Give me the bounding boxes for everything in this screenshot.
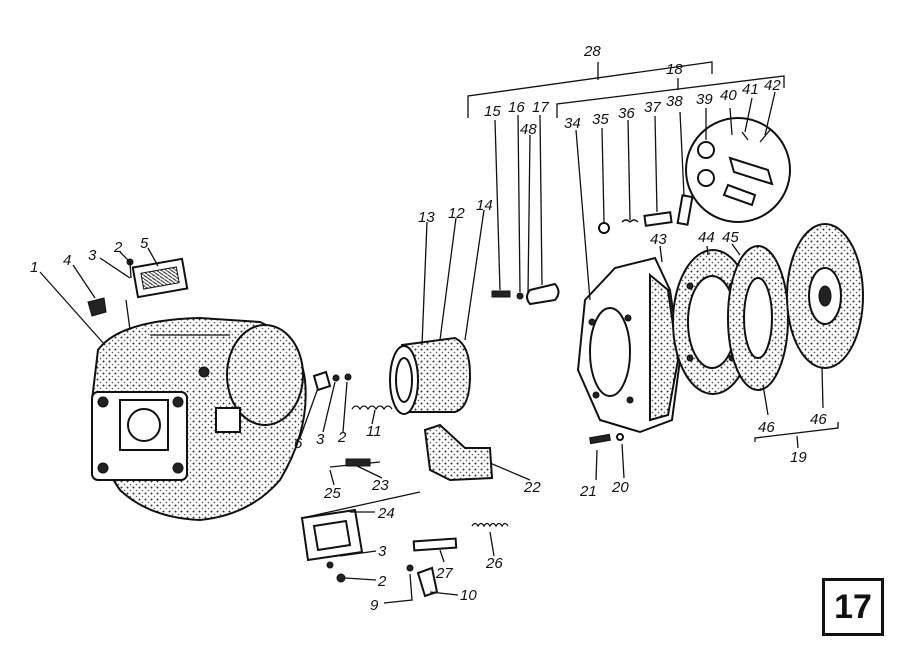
callout-3-mid: 3 [316, 431, 325, 448]
callout-35: 36 [618, 105, 635, 122]
callout-1: 1 [30, 259, 38, 276]
callout-20: 20 [611, 479, 629, 496]
callout-38: 39 [696, 91, 713, 108]
pressure-lever-parts [598, 194, 694, 234]
callout-3-low: 3 [378, 543, 387, 560]
callout-48: 48 [520, 121, 537, 138]
callout-13: 13 [418, 209, 435, 226]
callout-12: 12 [448, 205, 465, 222]
callout-46: 46 [810, 411, 827, 428]
inspection-cover-assembly [87, 257, 189, 317]
callout-labels: 1 2 3 4 5 6 3 2 11 13 12 14 22 23 25 24 … [30, 43, 827, 614]
clutch-housing [90, 316, 307, 522]
page-number-box: 17 [822, 578, 884, 636]
callout-10: 10 [460, 587, 477, 604]
callout-23: 23 [371, 477, 389, 494]
callout-2-low: 2 [377, 573, 387, 590]
callout-11: 11 [366, 423, 382, 440]
callout-43: 44 [698, 229, 715, 246]
callout-37: 38 [666, 93, 683, 110]
callout-15: 15 [484, 103, 501, 120]
callout-44: 45 [722, 229, 739, 246]
callout-36: 37 [644, 99, 661, 116]
callout-27: 27 [435, 565, 453, 582]
return-spring-and-bracket [412, 522, 509, 552]
callout-14: 14 [476, 197, 493, 214]
callout-40: 41 [742, 81, 759, 98]
callout-26: 26 [485, 555, 503, 572]
small-fasteners-mid [312, 370, 393, 411]
callout-19: 19 [790, 449, 807, 466]
leader-lines [39, 61, 839, 604]
callout-22: 22 [523, 479, 541, 496]
release-bearing [389, 336, 472, 415]
callout-5: 5 [140, 235, 149, 252]
callout-25: 25 [323, 485, 341, 502]
bolt-and-washer [589, 433, 624, 445]
pressure-plate-fasteners [491, 282, 560, 306]
callout-2-top: 2 [113, 239, 123, 256]
callout-9: 9 [370, 597, 379, 614]
page-number: 17 [834, 587, 872, 626]
friction-disc-ring [727, 245, 789, 391]
callout-33: 34 [564, 115, 581, 132]
detail-inset [685, 117, 791, 223]
callout-4: 4 [63, 252, 71, 269]
callout-21: 21 [579, 483, 597, 500]
callout-2-mid: 2 [337, 429, 347, 446]
driven-disc [786, 223, 864, 369]
callout-28: 28 [583, 43, 601, 60]
callout-18: 18 [666, 61, 683, 78]
lower-cover-assembly [300, 508, 439, 598]
callout-24: 24 [377, 505, 395, 522]
callout-45: 46 [758, 419, 775, 436]
callout-34: 35 [592, 111, 609, 128]
callout-42: 43 [650, 231, 667, 248]
callout-17: 17 [532, 99, 549, 116]
callout-16: 16 [508, 99, 525, 116]
clutch-cover [576, 256, 682, 434]
callout-6: 6 [294, 435, 303, 452]
callout-3-top: 3 [88, 247, 97, 264]
callout-41: 42 [764, 77, 781, 94]
callout-39: 40 [720, 87, 737, 104]
release-fork [329, 423, 494, 482]
